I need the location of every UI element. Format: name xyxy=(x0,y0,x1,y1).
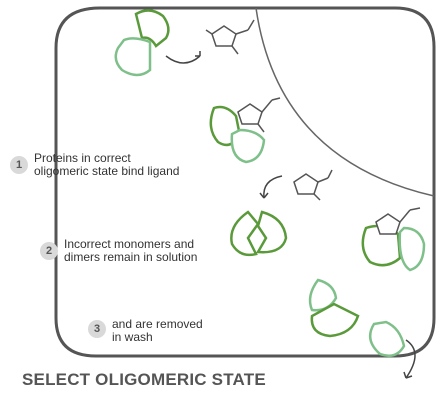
protein-dimer-icon xyxy=(361,224,426,272)
step-1-line-2: oligomeric state bind ligand xyxy=(34,164,180,178)
step-1-text: Proteins in correct oligomeric state bin… xyxy=(34,152,179,178)
protein-monomer-icon xyxy=(230,210,288,257)
well-frame xyxy=(54,6,436,358)
step-3-line-1: and are removed xyxy=(112,317,203,331)
diagram-title: SELECT OLIGOMERIC STATE xyxy=(22,370,266,389)
protein-dimer-icon xyxy=(114,9,170,77)
arrow-head xyxy=(195,51,201,57)
arrow-head xyxy=(259,192,269,199)
step-3-line-2: in wash xyxy=(112,330,153,344)
arrow-icon xyxy=(165,55,201,64)
step-1-line-1: Proteins in correct xyxy=(34,151,131,165)
ligand-icon xyxy=(237,97,281,133)
step-2-badge: 2 xyxy=(40,242,58,260)
step-3-badge: 3 xyxy=(88,320,106,338)
protein-dimer-icon xyxy=(308,278,360,338)
ligand-icon xyxy=(293,169,333,201)
ligand-icon xyxy=(375,207,421,235)
arrow-icon xyxy=(263,175,283,199)
arrow-icon xyxy=(405,339,416,379)
protein-dimer-icon xyxy=(209,105,266,164)
protein-monomer-icon xyxy=(368,320,406,357)
resin-surface xyxy=(255,7,435,197)
step-2-line-1: Incorrect monomers and xyxy=(64,237,195,251)
step-2-line-2: dimers remain in solution xyxy=(64,250,198,264)
step-3-text: and are removed in wash xyxy=(112,318,203,344)
ligand-icon xyxy=(205,19,255,55)
arrow-head xyxy=(403,371,413,379)
step-1-badge: 1 xyxy=(10,156,28,174)
step-2-text: Incorrect monomers and dimers remain in … xyxy=(64,238,197,264)
